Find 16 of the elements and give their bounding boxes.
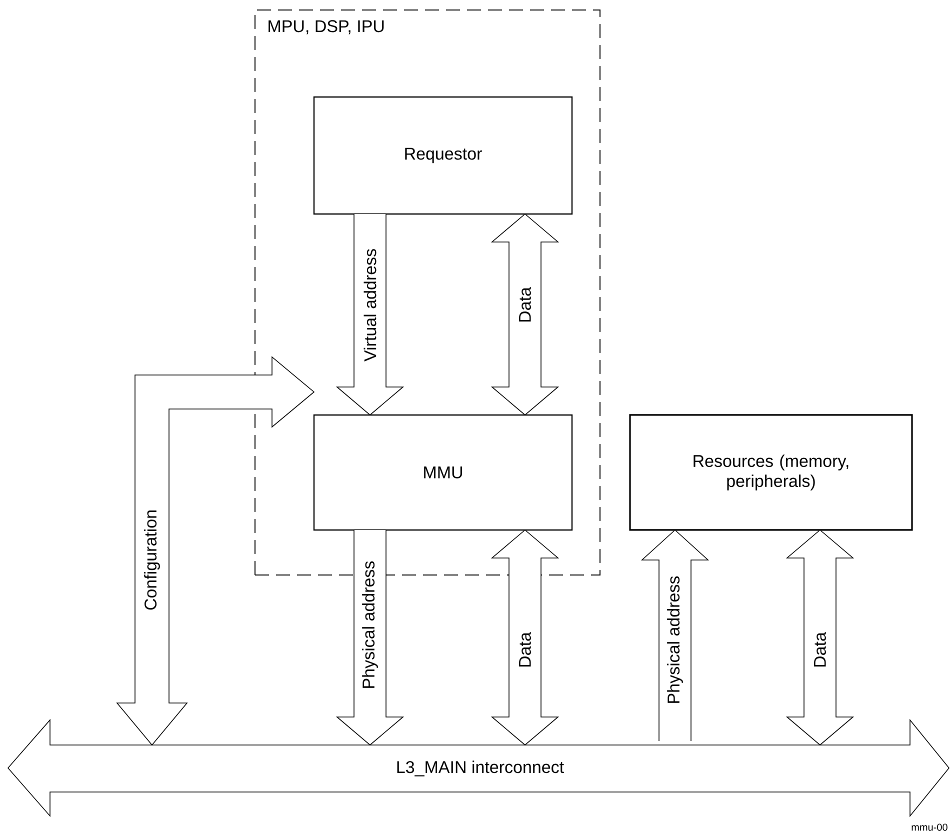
block-arrow bbox=[490, 529, 560, 746]
edge-label: Data bbox=[519, 632, 531, 667]
edge-label: Virtual address bbox=[364, 249, 376, 362]
block-arrow bbox=[336, 214, 404, 416]
block-box: Requestor bbox=[313, 96, 573, 215]
block-arrow bbox=[336, 530, 404, 746]
edge-label: Configuration bbox=[144, 510, 160, 610]
edge-label: Data bbox=[814, 632, 826, 667]
block-arrow bbox=[490, 213, 560, 416]
block-arrow bbox=[640, 529, 710, 742]
block-box: Resources (memory, peripherals) bbox=[629, 414, 913, 531]
block-arrow bbox=[786, 529, 854, 746]
block-arrow bbox=[116, 356, 315, 746]
edge-label: Data bbox=[519, 287, 531, 322]
edge-label: Physical address bbox=[667, 576, 683, 703]
block-box: MMU bbox=[313, 414, 573, 531]
